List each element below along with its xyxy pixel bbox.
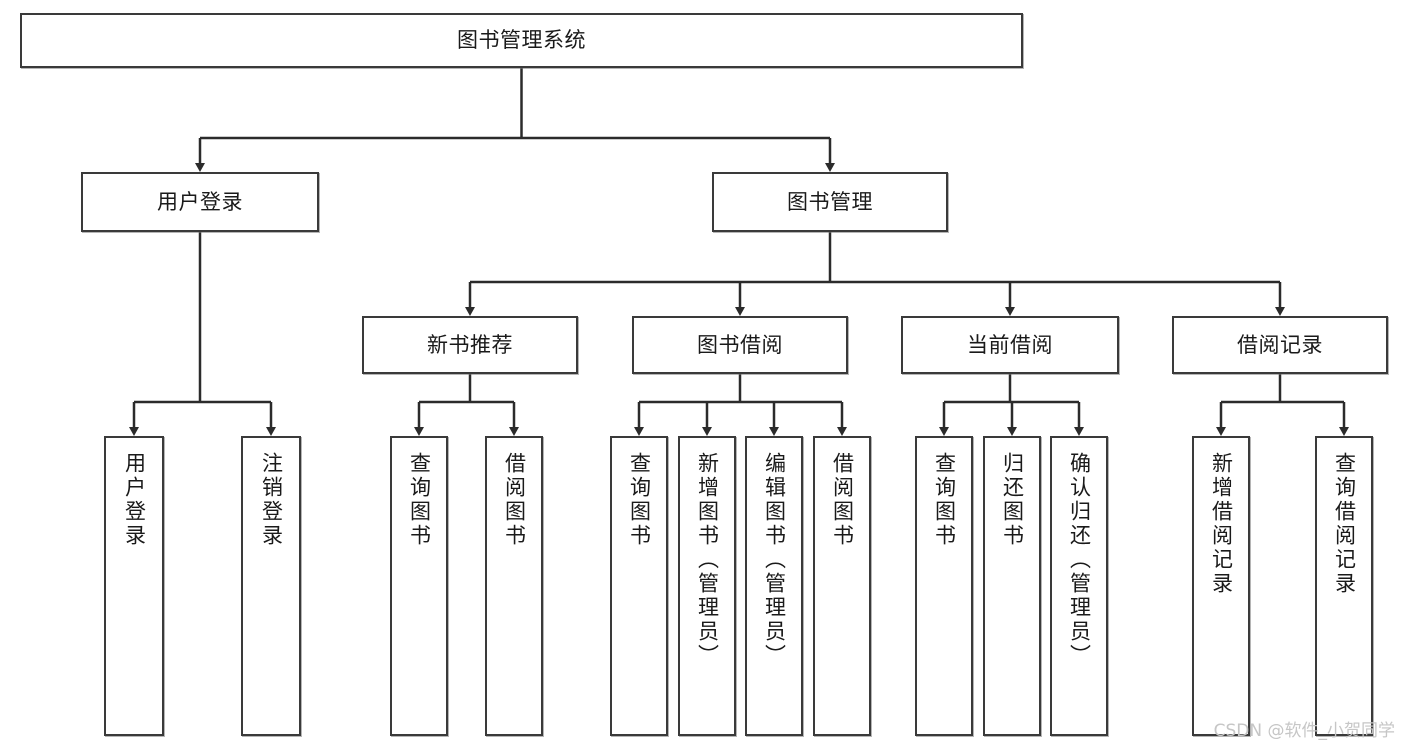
node-leaf-confirm-return[interactable]: 确认归还（管理员）: [1050, 436, 1108, 736]
node-label: 查询图书: [627, 452, 652, 548]
node-label: 图书借阅: [697, 332, 783, 357]
node-leaf-return-book[interactable]: 归还图书: [983, 436, 1041, 736]
node-label: 新增图书（管理员）: [695, 452, 720, 668]
node-leaf-logout[interactable]: 注销登录: [241, 436, 301, 736]
node-label: 借阅记录: [1237, 332, 1323, 357]
node-new-book-rec[interactable]: 新书推荐: [362, 316, 578, 374]
node-leaf-add-record[interactable]: 新增借阅记录: [1192, 436, 1250, 736]
node-label: 借阅图书: [502, 452, 527, 548]
node-label: 借阅图书: [830, 452, 855, 548]
node-label: 编辑图书（管理员）: [762, 452, 787, 668]
node-leaf-edit-book[interactable]: 编辑图书（管理员）: [745, 436, 803, 736]
node-label: 确认归还（管理员）: [1067, 452, 1092, 668]
node-label: 新书推荐: [427, 332, 513, 357]
node-leaf-user-login[interactable]: 用户登录: [104, 436, 164, 736]
node-label: 用户登录: [122, 452, 147, 548]
csdn-watermark: CSDN @软件_小贺同学: [1213, 721, 1395, 741]
node-label: 当前借阅: [967, 332, 1053, 357]
node-leaf-query-book-1[interactable]: 查询图书: [390, 436, 448, 736]
node-leaf-borrow-book-2[interactable]: 借阅图书: [813, 436, 871, 736]
node-label: 新增借阅记录: [1209, 452, 1234, 596]
node-root[interactable]: 图书管理系统: [20, 13, 1023, 68]
node-label: 用户登录: [157, 189, 243, 214]
node-user-login[interactable]: 用户登录: [81, 172, 319, 232]
node-label: 归还图书: [1000, 452, 1025, 548]
node-label: 查询图书: [407, 452, 432, 548]
node-label: 注销登录: [259, 452, 284, 548]
node-label: 图书管理系统: [457, 28, 586, 53]
node-borrow-record[interactable]: 借阅记录: [1172, 316, 1388, 374]
node-label: 查询图书: [932, 452, 957, 548]
node-label: 查询借阅记录: [1332, 452, 1357, 596]
node-leaf-query-book-2[interactable]: 查询图书: [610, 436, 668, 736]
node-leaf-query-book-3[interactable]: 查询图书: [915, 436, 973, 736]
node-book-manage[interactable]: 图书管理: [712, 172, 948, 232]
node-leaf-borrow-book-1[interactable]: 借阅图书: [485, 436, 543, 736]
node-book-borrow[interactable]: 图书借阅: [632, 316, 848, 374]
node-leaf-query-record[interactable]: 查询借阅记录: [1315, 436, 1373, 736]
node-label: 图书管理: [787, 189, 873, 214]
node-current-borrow[interactable]: 当前借阅: [901, 316, 1119, 374]
node-leaf-add-book[interactable]: 新增图书（管理员）: [678, 436, 736, 736]
